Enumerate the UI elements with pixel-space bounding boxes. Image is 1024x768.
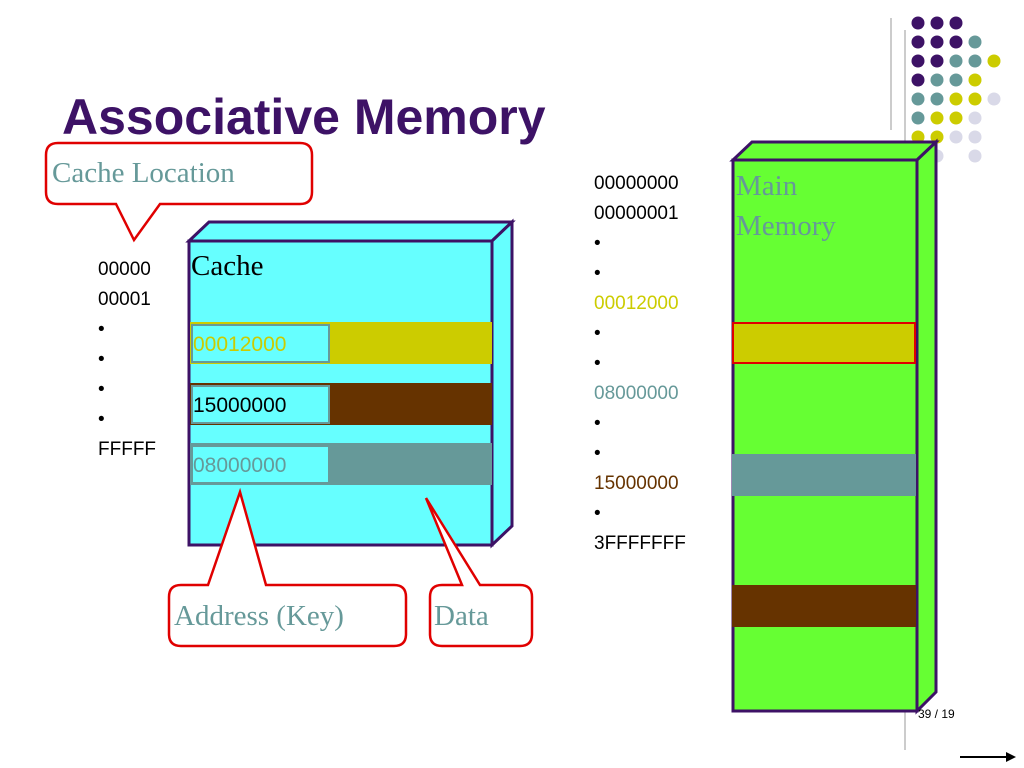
cache-location-item: • xyxy=(98,379,105,400)
decor-dot xyxy=(949,16,963,30)
decor-dot xyxy=(987,92,1001,106)
main-memory-label-line1: Main xyxy=(736,170,798,202)
decor-dot xyxy=(949,54,963,68)
decor-dot xyxy=(968,92,982,106)
memory-address-item: 00012000 xyxy=(594,293,679,314)
decor-dot xyxy=(949,35,963,49)
decor-dot xyxy=(949,73,963,87)
cache-location-item: • xyxy=(98,319,105,340)
decor-dot xyxy=(911,16,925,30)
cache-location-item: • xyxy=(98,409,105,430)
callout-bubble xyxy=(44,141,314,243)
cache-location-list: 00000 00001 • • • • FFFFF xyxy=(98,255,156,465)
address-key-bubble xyxy=(167,487,408,648)
decor-dot xyxy=(987,54,1001,68)
memory-address-item: • xyxy=(594,413,601,434)
decor-dot xyxy=(930,111,944,125)
dot-grid-decoration xyxy=(911,16,1001,163)
decor-dot xyxy=(911,54,925,68)
cache-key-box-2 xyxy=(191,385,330,424)
cache-label: Cache xyxy=(191,250,264,282)
decor-dot xyxy=(968,35,982,49)
decor-dot xyxy=(968,149,982,163)
decor-dot xyxy=(911,92,925,106)
memory-address-item: • xyxy=(594,353,601,374)
memory-address-item: • xyxy=(594,443,601,464)
decor-dot xyxy=(930,92,944,106)
decor-dot xyxy=(930,73,944,87)
memory-address-item: 00000001 xyxy=(594,203,679,224)
data-label: Data xyxy=(434,600,489,632)
decor-dot xyxy=(968,130,982,144)
main-memory-label: Main Memory xyxy=(736,166,836,246)
decor-dot xyxy=(930,16,944,30)
memory-block-15000000 xyxy=(732,585,916,627)
decor-dot xyxy=(968,111,982,125)
decor-dot xyxy=(968,54,982,68)
memory-address-item: • xyxy=(594,323,601,344)
cache-key-1: 00012000 xyxy=(193,333,287,356)
decor-dot xyxy=(930,54,944,68)
memory-side-face xyxy=(915,138,938,715)
main-memory-address-list: 00000000 00000001 • • 00012000 • • 08000… xyxy=(594,169,686,559)
cache-location-item: 00000 xyxy=(98,259,151,280)
memory-address-item: 08000000 xyxy=(594,383,679,404)
memory-address-item: 3FFFFFFF xyxy=(594,533,686,554)
main-memory-label-line2: Memory xyxy=(736,210,836,242)
memory-address-item: • xyxy=(594,233,601,254)
decor-dot xyxy=(930,35,944,49)
decor-dot xyxy=(968,73,982,87)
memory-address-item: 15000000 xyxy=(594,473,679,494)
data-bubble xyxy=(424,497,534,648)
cache-key-3: 08000000 xyxy=(193,454,287,477)
memory-address-item: • xyxy=(594,503,601,524)
decor-dot xyxy=(911,111,925,125)
cache-location-label: Cache Location xyxy=(52,157,235,189)
decor-dot xyxy=(949,130,963,144)
memory-top-face xyxy=(729,140,940,162)
decor-dot xyxy=(949,111,963,125)
next-arrow-icon[interactable] xyxy=(1006,752,1016,762)
memory-address-item: 00000000 xyxy=(594,173,679,194)
decor-dot xyxy=(911,73,925,87)
cache-key-2: 15000000 xyxy=(193,394,287,417)
decor-dot xyxy=(911,35,925,49)
slide-title: Associative Memory xyxy=(62,89,546,145)
cache-location-item: • xyxy=(98,349,105,370)
cache-key-box-3 xyxy=(191,445,330,484)
decor-dot xyxy=(949,92,963,106)
cache-location-item: FFFFF xyxy=(98,439,157,460)
decor-dot xyxy=(911,130,925,144)
memory-address-item: • xyxy=(594,263,601,284)
memory-block-08000000 xyxy=(732,454,916,496)
cache-key-box-1 xyxy=(191,324,330,363)
decor-dot xyxy=(930,130,944,144)
address-key-label: Address (Key) xyxy=(174,600,344,632)
page-number: 39 / 19 xyxy=(918,707,955,721)
memory-block-00012000 xyxy=(732,322,916,364)
cache-location-item: 00001 xyxy=(98,289,151,310)
